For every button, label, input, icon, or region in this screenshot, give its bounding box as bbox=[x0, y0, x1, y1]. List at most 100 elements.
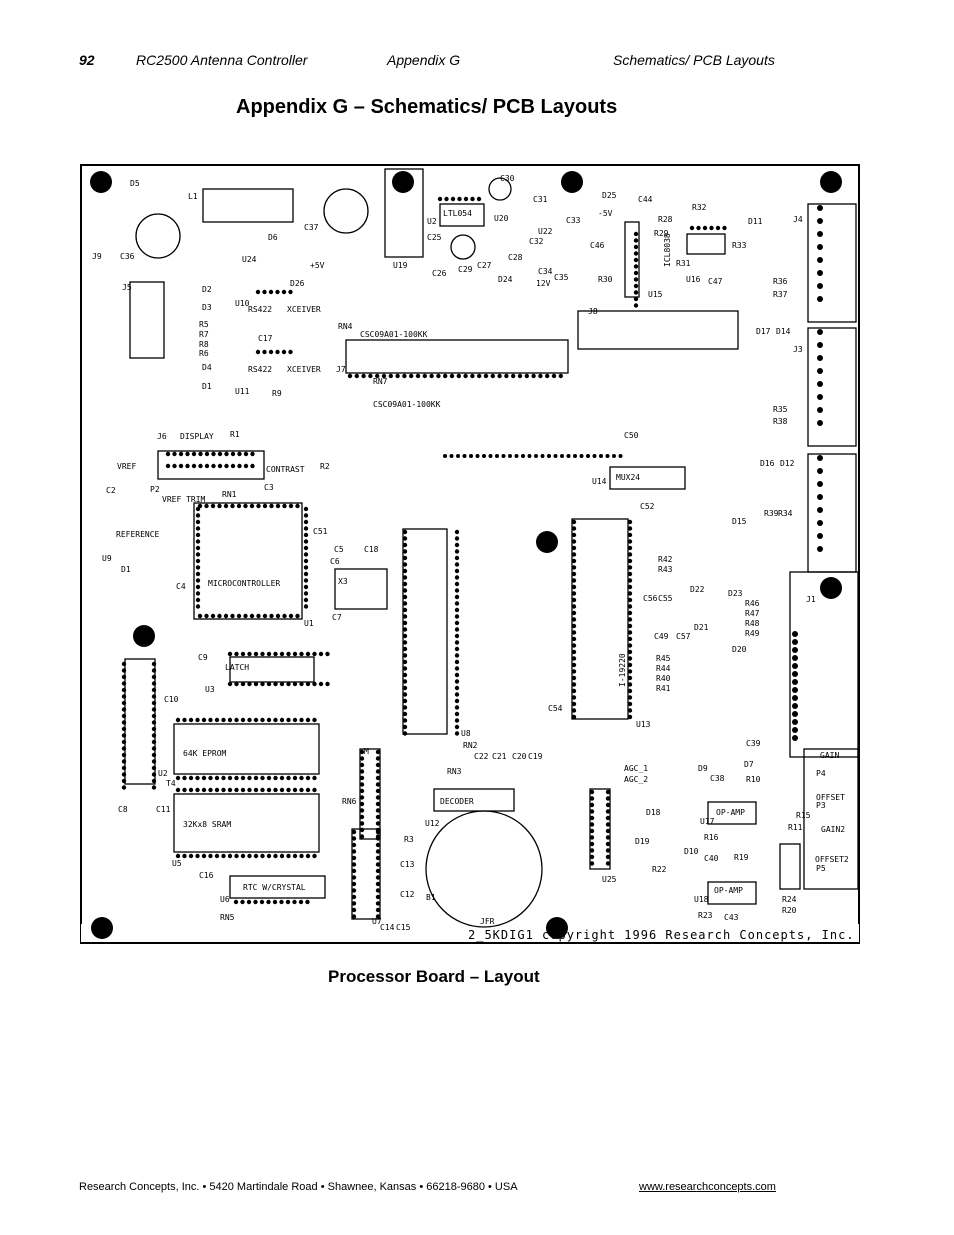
solder-pad bbox=[470, 196, 475, 202]
label-u2b: U2 bbox=[158, 769, 168, 778]
solder-pad bbox=[253, 775, 259, 781]
label-c31: C31 bbox=[533, 195, 548, 204]
solder-pad bbox=[195, 565, 201, 570]
solder-pad bbox=[571, 617, 577, 622]
solder-pad bbox=[195, 526, 201, 531]
solder-pad bbox=[792, 671, 798, 677]
solder-pad bbox=[589, 841, 595, 847]
solder-pad bbox=[151, 765, 157, 771]
solder-pad bbox=[817, 455, 823, 461]
solder-pad bbox=[151, 681, 157, 686]
solder-pad bbox=[182, 853, 187, 859]
solder-pad bbox=[351, 836, 357, 841]
solder-pad bbox=[454, 692, 460, 697]
solder-pad bbox=[475, 454, 480, 458]
solder-pad bbox=[589, 861, 595, 866]
label-j5: J5 bbox=[122, 283, 132, 292]
label-r31: R31 bbox=[676, 259, 691, 268]
solder-pad bbox=[402, 633, 408, 639]
solder-pad bbox=[221, 775, 226, 781]
solder-pad bbox=[571, 714, 577, 720]
solder-pad bbox=[247, 681, 252, 687]
solder-pad bbox=[234, 787, 239, 793]
solder-pad bbox=[299, 651, 304, 657]
solder-pad bbox=[605, 854, 611, 860]
solder-pad bbox=[375, 808, 381, 813]
solder-pad bbox=[281, 349, 287, 355]
solder-pad bbox=[482, 454, 486, 458]
solder-pad bbox=[633, 251, 639, 256]
solder-pad bbox=[299, 853, 304, 859]
solder-pad bbox=[454, 646, 460, 652]
solder-pad bbox=[204, 503, 209, 509]
solder-pad bbox=[571, 571, 577, 577]
label-plus5v: +5V bbox=[310, 261, 325, 270]
solder-pad bbox=[247, 787, 252, 793]
solder-pad bbox=[185, 451, 190, 457]
label-u25: U25 bbox=[602, 875, 617, 884]
solder-pad bbox=[571, 636, 577, 642]
solder-pad bbox=[571, 532, 577, 538]
solder-pad bbox=[303, 565, 309, 570]
label-j6: J6 bbox=[157, 432, 167, 441]
label-r20: R20 bbox=[782, 906, 797, 915]
label-rn3: RN3 bbox=[447, 767, 462, 776]
solder-pad bbox=[527, 454, 532, 458]
label-c16: C16 bbox=[199, 871, 214, 880]
solder-pad bbox=[185, 463, 190, 469]
solder-pad bbox=[633, 290, 639, 295]
solder-pad bbox=[269, 613, 274, 619]
solder-pad bbox=[227, 651, 233, 657]
solder-pad bbox=[689, 225, 695, 231]
solder-pad bbox=[571, 545, 577, 551]
component-outlines bbox=[124, 168, 859, 928]
solder-pad bbox=[286, 681, 291, 687]
label-rn1: RN1 bbox=[222, 490, 237, 499]
label-ltl054: LTL054 bbox=[443, 209, 472, 218]
solder-pad bbox=[817, 520, 823, 526]
solder-pad bbox=[236, 503, 242, 509]
label-d10: D10 bbox=[684, 847, 699, 856]
solder-pad bbox=[268, 289, 274, 295]
solder-pad bbox=[375, 788, 381, 794]
solder-pad bbox=[182, 787, 187, 793]
solder-pad bbox=[303, 597, 309, 603]
solder-pad bbox=[351, 862, 357, 867]
label-r8: R8 bbox=[199, 340, 209, 349]
solder-pad bbox=[402, 659, 408, 665]
label-r22: R22 bbox=[652, 865, 667, 874]
label-u12: U12 bbox=[425, 819, 440, 828]
solder-pad bbox=[286, 717, 291, 723]
solder-pad bbox=[255, 349, 261, 355]
solder-pad bbox=[627, 571, 633, 577]
label-c40: C40 bbox=[704, 854, 719, 863]
solder-pad bbox=[211, 463, 216, 469]
solder-pad bbox=[273, 651, 278, 657]
solder-pad bbox=[260, 651, 265, 657]
solder-pad bbox=[253, 681, 259, 687]
solder-pad bbox=[237, 463, 242, 469]
solder-pad bbox=[121, 739, 127, 745]
solder-pad bbox=[151, 759, 157, 764]
solder-pad bbox=[227, 853, 233, 859]
solder-pad bbox=[449, 454, 454, 458]
label-d21: D21 bbox=[694, 623, 709, 632]
solder-pad bbox=[627, 526, 633, 531]
solder-pad bbox=[234, 651, 239, 657]
label-eprom: 64K EPROM bbox=[183, 749, 227, 758]
footer-website-link[interactable]: www.researchconcepts.com bbox=[639, 1181, 776, 1193]
label-minus5v: -5V bbox=[598, 209, 613, 218]
solder-pad bbox=[454, 555, 460, 561]
solder-pad bbox=[253, 787, 259, 793]
label-c50: C50 bbox=[624, 431, 639, 440]
label-c54: C54 bbox=[548, 704, 563, 713]
solder-pad bbox=[247, 853, 252, 859]
solder-pad bbox=[359, 827, 365, 833]
solder-pad bbox=[279, 681, 285, 687]
label-r2: R2 bbox=[320, 462, 330, 471]
solder-pad bbox=[443, 373, 448, 379]
solder-pad bbox=[722, 225, 727, 231]
label-r28: R28 bbox=[658, 215, 673, 224]
solder-pad bbox=[269, 503, 274, 509]
solder-pad bbox=[456, 373, 461, 379]
